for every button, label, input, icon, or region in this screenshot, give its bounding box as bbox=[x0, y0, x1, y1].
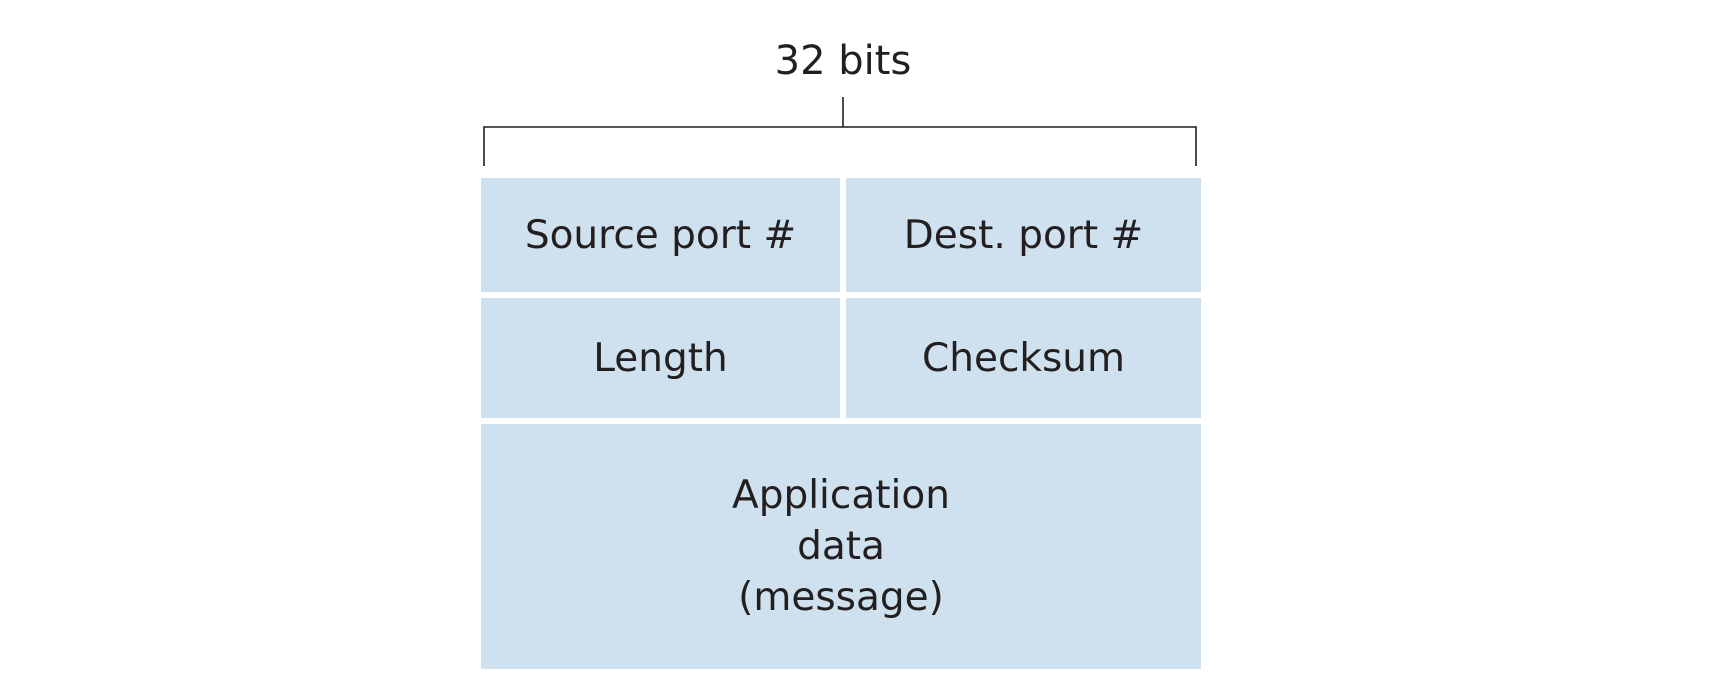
application-data-line: data bbox=[797, 524, 885, 569]
application-data-line: (message) bbox=[738, 575, 944, 620]
checksum-field: Checksum bbox=[846, 298, 1201, 418]
width-label: 32 bits bbox=[774, 38, 912, 84]
checksum-label: Checksum bbox=[922, 335, 1125, 381]
application-data-field: Application data (message) bbox=[481, 424, 1201, 669]
dest-port-field: Dest. port # bbox=[846, 178, 1201, 292]
length-label: Length bbox=[593, 335, 728, 381]
length-field: Length bbox=[481, 298, 840, 418]
source-port-field: Source port # bbox=[481, 178, 840, 292]
application-data-line: Application bbox=[732, 473, 950, 518]
dest-port-label: Dest. port # bbox=[903, 212, 1144, 258]
bracket-line bbox=[483, 126, 1197, 166]
source-port-label: Source port # bbox=[524, 212, 797, 258]
